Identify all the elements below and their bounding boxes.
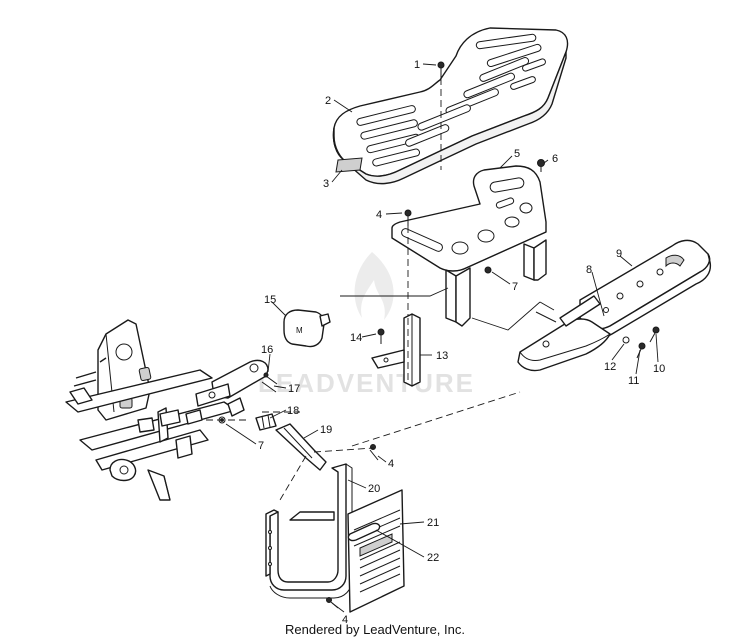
nut-part-7-upper <box>484 266 492 274</box>
callout-17: 17 <box>288 383 300 395</box>
rack-support-part-5 <box>391 165 547 327</box>
bolt-part-4-upper <box>404 209 412 226</box>
callout-13: 13 <box>436 350 448 362</box>
callout-15: 15 <box>264 294 276 306</box>
rear-bumper-part-9 <box>517 239 712 372</box>
callout-11: 11 <box>628 375 639 387</box>
bolt-part-4-middle <box>369 444 379 461</box>
callout-6: 6 <box>552 153 558 165</box>
callout-20: 20 <box>368 483 380 495</box>
callout-2: 2 <box>325 95 331 107</box>
callout-9: 9 <box>616 248 622 260</box>
callout-14: 14 <box>350 332 362 344</box>
callout-19: 19 <box>320 424 332 436</box>
svg-text:M: M <box>296 326 303 335</box>
watermark-text: LEADVENTURE <box>258 368 475 398</box>
callout-leaders <box>225 63 659 613</box>
washer-part-12 <box>622 336 630 344</box>
bolt-part-10 <box>649 326 660 343</box>
callout-10: 10 <box>653 363 665 375</box>
bolt-part-14 <box>377 328 385 344</box>
callout-4-middle: 4 <box>388 458 394 470</box>
watermark: LEADVENTURE <box>258 252 475 398</box>
callout-4-upper: 4 <box>376 209 382 221</box>
callout-22: 22 <box>427 552 439 564</box>
mud-flap-part-21 <box>347 489 405 613</box>
callout-8: 8 <box>586 264 592 276</box>
footer-credit: Rendered by LeadVenture, Inc. <box>285 622 465 637</box>
frame-assembly <box>65 319 269 501</box>
callout-21: 21 <box>427 517 439 529</box>
callout-18: 18 <box>287 405 299 417</box>
callout-16: 16 <box>261 344 273 356</box>
tail-light-part-15: M <box>283 309 331 348</box>
screw-part-16 <box>263 372 278 385</box>
reflector-part-22 <box>347 522 381 542</box>
tube-part-19 <box>275 423 327 471</box>
callout-4-lower: 4 <box>342 614 348 626</box>
callout-7-lower: 7 <box>258 440 264 452</box>
u-bracket-part-20 <box>265 463 353 599</box>
clip-part-17 <box>227 381 277 417</box>
callout-3: 3 <box>323 178 329 190</box>
callout-numbers: 1 2 3 4 5 6 7 8 9 10 11 12 13 14 15 16 1… <box>258 59 665 626</box>
callout-1: 1 <box>414 59 420 71</box>
rack-label-part-3 <box>335 157 363 173</box>
assembly-lines <box>206 78 541 501</box>
bolt-part-11 <box>636 342 646 359</box>
watermark-flame-logo <box>354 252 394 320</box>
nut-part-6 <box>537 159 545 172</box>
screw-part-1 <box>437 61 445 78</box>
callout-5: 5 <box>514 148 520 160</box>
callout-7-upper: 7 <box>512 281 518 293</box>
rear-rack-part-2 <box>332 27 569 185</box>
callout-12: 12 <box>604 361 616 373</box>
